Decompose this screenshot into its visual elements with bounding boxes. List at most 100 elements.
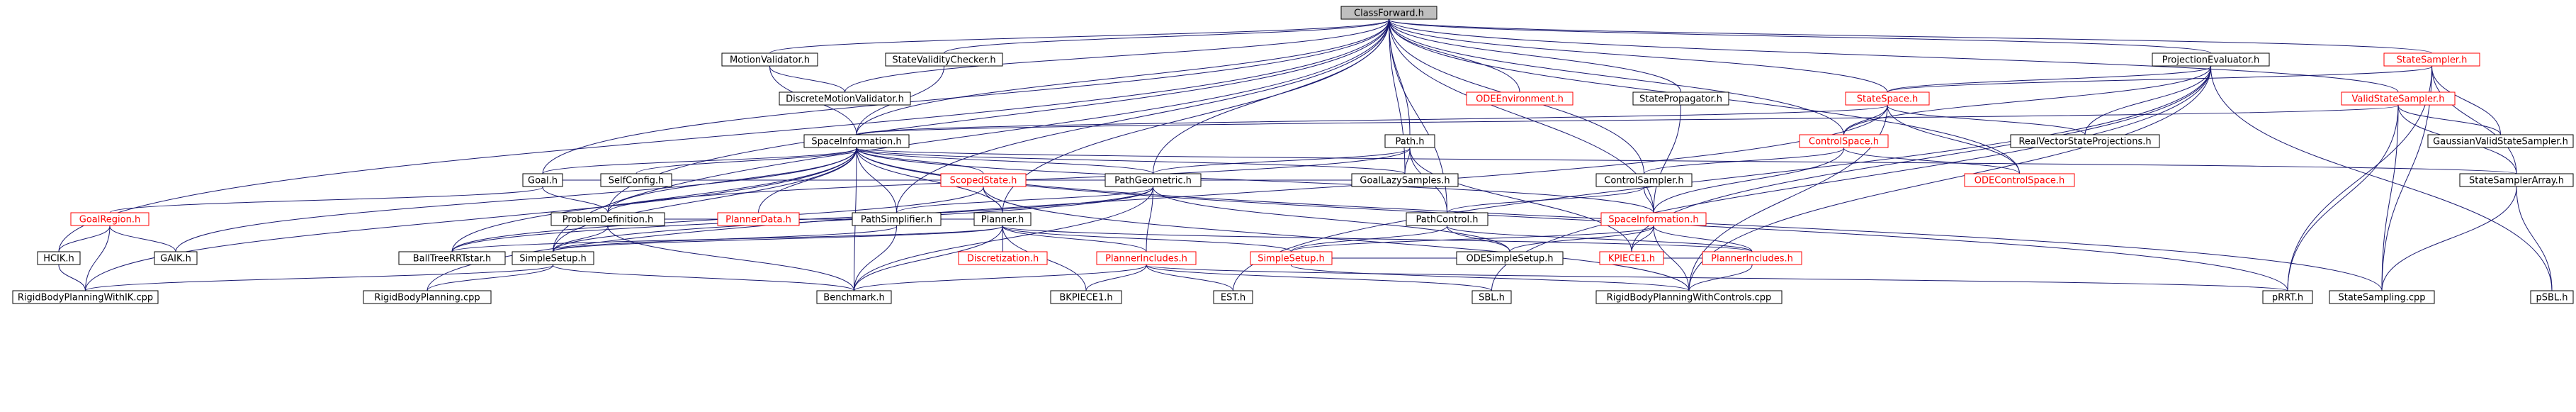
node-MotionValidator[interactable]: MotionValidator.h	[721, 52, 818, 67]
node-label: SpaceInformation.h	[811, 137, 901, 147]
edge-Benchmark-to-PlannerIncludes	[854, 259, 1150, 291]
edge-ODEControlSpace-to-ControlSpace	[1841, 142, 2020, 174]
node-GAIK[interactable]: GAIK.h	[154, 251, 198, 265]
node-SpaceInformation[interactable]: SpaceInformation.h	[803, 134, 910, 148]
node-SimpleSetupCtrl[interactable]: SimpleSetup.h	[1250, 251, 1333, 265]
node-KPIECE1[interactable]: KPIECE1.h	[1599, 251, 1664, 265]
edge-SpaceInformation-to-ValidStateSampler	[856, 99, 2402, 135]
node-ClassForward: ClassForward.h	[1340, 6, 1437, 20]
node-StateSampling[interactable]: StateSampling.cpp	[2329, 290, 2435, 304]
edge-SpaceInformationCtrl-to-ControlSpace	[1653, 142, 1847, 213]
edge-ControlSpace-to-ClassForward	[1386, 13, 1844, 135]
node-label: ODEEnvironment.h	[1476, 94, 1564, 105]
node-box	[1096, 251, 1197, 265]
node-PlannerData[interactable]: PlannerData.h	[717, 212, 800, 226]
node-box	[154, 251, 198, 265]
edge-pSBL-to-ProjectionEvaluator	[2208, 60, 2553, 291]
edge-RigidBodyPlanningWithIK-to-SpaceInformation	[85, 142, 860, 291]
node-GoalLazySamples[interactable]: GoalLazySamples.h	[1351, 173, 1459, 187]
node-label: RealVectorStateProjections.h	[2018, 137, 2151, 147]
node-DiscreteMotionValidator[interactable]: DiscreteMotionValidator.h	[779, 91, 911, 106]
edge-pRRT-to-ValidStateSampler	[2287, 99, 2402, 291]
node-PlannerIncludesCtrl[interactable]: PlannerIncludes.h	[1702, 251, 1802, 265]
node-box	[1471, 290, 1512, 304]
node-Benchmark[interactable]: Benchmark.h	[816, 290, 892, 304]
edge-pRRT-to-SpaceInformation	[853, 142, 2288, 291]
node-SelfConfig[interactable]: SelfConfig.h	[600, 173, 672, 187]
node-StateSampler[interactable]: StateSampler.h	[2383, 52, 2480, 67]
edge-SpaceInformation-to-StateSpace	[856, 99, 1891, 135]
node-StateSpace[interactable]: StateSpace.h	[1845, 91, 1930, 106]
edge-PlannerIncludesCtrl-to-PathControl	[1444, 220, 1753, 252]
edge-PathGeometric-to-SpaceInformation	[853, 142, 1153, 174]
node-box	[1250, 251, 1333, 265]
node-RealVectorStateProjections[interactable]: RealVectorStateProjections.h	[2010, 134, 2160, 148]
node-label: PlannerIncludes.h	[1105, 254, 1187, 265]
node-ValidStateSampler[interactable]: ValidStateSampler.h	[2341, 91, 2456, 106]
node-box	[1799, 134, 1889, 148]
node-ControlSampler[interactable]: ControlSampler.h	[1595, 173, 1693, 187]
node-label: SimpleSetup.h	[1258, 254, 1325, 265]
edge-HCIK-to-ClassForward	[58, 13, 1392, 252]
node-PathGeometric[interactable]: PathGeometric.h	[1105, 173, 1202, 187]
node-ProjectionEvaluator[interactable]: ProjectionEvaluator.h	[2152, 52, 2270, 67]
node-label: StateValidityChecker.h	[892, 55, 995, 66]
node-label: PathGeometric.h	[1114, 176, 1192, 186]
edge-ProjectionEvaluator-to-ClassForward	[1386, 13, 2211, 54]
edge-PlannerIncludes-to-Planner	[999, 220, 1147, 252]
node-label: BKPIECE1.h	[1059, 293, 1112, 304]
edge-GaussianValidStateSampler-to-StateSampler	[2429, 60, 2501, 135]
node-label: MotionValidator.h	[730, 55, 810, 66]
node-label: KPIECE1.h	[1608, 254, 1655, 265]
edge-SelfConfig-to-SpaceInformation	[635, 142, 860, 174]
node-label: HCIK.h	[43, 254, 74, 265]
node-RigidBodyPlanning[interactable]: RigidBodyPlanning.cpp	[363, 290, 492, 304]
node-box	[1600, 212, 1707, 226]
node-GaussianValidStateSampler[interactable]: GaussianValidStateSampler.h	[2427, 134, 2574, 148]
node-Planner[interactable]: Planner.h	[973, 212, 1032, 226]
node-label: DiscreteMotionValidator.h	[786, 94, 904, 105]
node-PathControl[interactable]: PathControl.h	[1406, 212, 1488, 226]
edge-RigidBodyPlanningWithControls-to-SimpleSetupCtrl	[1288, 259, 1690, 291]
node-box	[717, 212, 800, 226]
node-ProblemDefinition[interactable]: ProblemDefinition.h	[550, 212, 665, 226]
node-HCIK[interactable]: HCIK.h	[37, 251, 81, 265]
node-ODEControlSpace[interactable]: ODEControlSpace.h	[1964, 173, 2075, 187]
node-BallTreeRRTstar[interactable]: BallTreeRRTstar.h	[398, 251, 506, 265]
edge-RigidBodyPlanningWithControls-to-ScopedState	[980, 181, 1690, 291]
node-Path[interactable]: Path.h	[1384, 134, 1435, 148]
node-StatePropagator[interactable]: StatePropagator.h	[1632, 91, 1729, 106]
node-box	[398, 251, 506, 265]
node-label: StateSamplerArray.h	[2469, 176, 2564, 186]
node-SBL[interactable]: SBL.h	[1471, 290, 1512, 304]
node-Discretization[interactable]: Discretization.h	[958, 251, 1048, 265]
node-RigidBodyPlanningWithControls[interactable]: RigidBodyPlanningWithControls.cpp	[1595, 290, 1783, 304]
node-StateSamplerArray[interactable]: StateSamplerArray.h	[2459, 173, 2574, 187]
edge-EST-to-PlannerIncludes	[1143, 259, 1233, 291]
node-PathSimplifier[interactable]: PathSimplifier.h	[852, 212, 942, 226]
edge-RigidBodyPlanningWithControls-to-PlannerIncludesCtrl	[1688, 259, 1756, 291]
node-RigidBodyPlanningWithIK[interactable]: RigidBodyPlanningWithIK.cpp	[12, 290, 159, 304]
node-EST[interactable]: EST.h	[1213, 290, 1253, 304]
edge-PathGeometric-to-Path	[1153, 142, 1413, 174]
node-box	[779, 91, 911, 106]
node-ScopedState[interactable]: ScopedState.h	[940, 173, 1027, 187]
node-SpaceInformationCtrl[interactable]: SpaceInformation.h	[1600, 212, 1707, 226]
node-Goal[interactable]: Goal.h	[522, 173, 563, 187]
edge-SpaceInformationCtrl-to-StatePropagator	[1653, 99, 1684, 213]
node-GoalRegion[interactable]: GoalRegion.h	[70, 212, 149, 226]
edge-GoalRegion-to-Goal	[109, 181, 546, 213]
node-box	[522, 173, 563, 187]
node-BKPIECE1[interactable]: BKPIECE1.h	[1050, 290, 1122, 304]
node-box	[1384, 134, 1435, 148]
node-pSBL[interactable]: pSBL.h	[2530, 290, 2574, 304]
node-StateValidityChecker[interactable]: StateValidityChecker.h	[885, 52, 1003, 67]
edge-KPIECE1-to-Path	[1406, 142, 1632, 252]
node-ODESimpleSetup[interactable]: ODESimpleSetup.h	[1456, 251, 1564, 265]
node-PlannerIncludes[interactable]: PlannerIncludes.h	[1096, 251, 1197, 265]
node-ControlSpace[interactable]: ControlSpace.h	[1799, 134, 1889, 148]
edge-StateSampler-to-ClassForward	[1386, 13, 2432, 54]
node-SimpleSetup[interactable]: SimpleSetup.h	[512, 251, 594, 265]
node-ODEEnvironment[interactable]: ODEEnvironment.h	[1466, 91, 1574, 106]
node-pRRT[interactable]: pRRT.h	[2262, 290, 2313, 304]
